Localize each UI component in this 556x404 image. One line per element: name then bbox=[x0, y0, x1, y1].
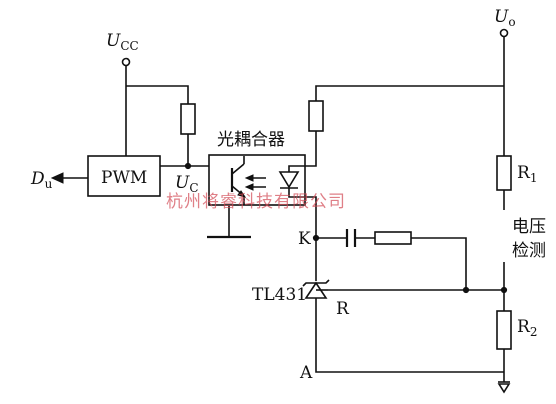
led-feed-wires bbox=[288, 85, 504, 172]
light-arrows-icon bbox=[244, 174, 266, 191]
feedback-capacitor bbox=[345, 229, 357, 247]
pwm-label: PWM bbox=[101, 168, 147, 188]
watermark: 杭州将睿科技有限公司 bbox=[166, 192, 346, 212]
ucc-label: UCC bbox=[106, 31, 139, 53]
pull-up-resistor bbox=[180, 103, 196, 135]
ground-symbol bbox=[207, 205, 251, 239]
voltage-detect-label-line1: 电压 bbox=[512, 217, 546, 237]
pwm-block bbox=[87, 155, 161, 197]
ucc-feed-wires bbox=[125, 85, 189, 166]
phototransistor-symbol bbox=[230, 156, 247, 205]
r1-resistor bbox=[496, 155, 512, 191]
feedback-resistor bbox=[374, 231, 412, 245]
tl431-label: TL431 bbox=[252, 285, 307, 305]
du-label: Du bbox=[30, 169, 53, 191]
ucc-terminal bbox=[121, 57, 131, 86]
r2-label: R2 bbox=[517, 317, 537, 339]
divider-wires bbox=[500, 190, 508, 382]
ground-arrow-icon bbox=[497, 381, 511, 394]
optocoupler-label: 光耦合器 bbox=[217, 130, 285, 150]
a-label: A bbox=[299, 363, 313, 383]
du-output-arrow bbox=[50, 172, 88, 184]
r-label: R bbox=[336, 299, 350, 319]
uo-terminal bbox=[499, 28, 509, 156]
tl431-symbol bbox=[302, 279, 330, 299]
tl431-wires bbox=[288, 188, 504, 373]
k-label: K bbox=[298, 229, 311, 249]
voltage-detect-label-line2: 检测 bbox=[512, 241, 546, 261]
led-series-resistor bbox=[308, 100, 324, 132]
r2-resistor bbox=[496, 310, 512, 350]
uc-label: UC bbox=[175, 173, 199, 195]
r1-label: R1 bbox=[517, 163, 537, 185]
uo-label: Uo bbox=[494, 7, 516, 29]
